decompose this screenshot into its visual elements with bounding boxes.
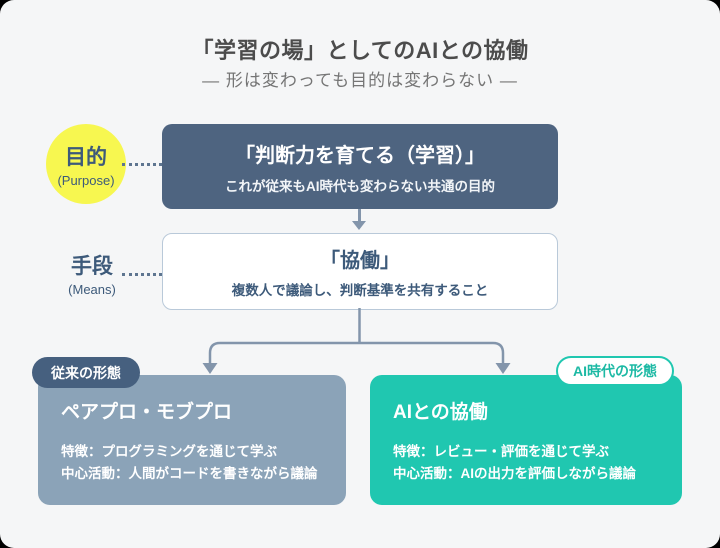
goal-box: 「判断力を育てる（学習）」 これが従来もAI時代も変わらない共通の目的 <box>162 124 558 209</box>
traditional-activity-line: 中心活動：人間がコードを書きながら議論 <box>61 466 318 481</box>
collaboration-box-title: 「協働」 <box>320 250 400 272</box>
means-label-group: 手段 (Means) <box>44 250 140 297</box>
traditional-branch-title: ペアプロ・モブプロ <box>61 402 233 423</box>
ai-era-form-badge: AI時代の形態 <box>556 356 674 386</box>
means-sublabel: (Means) <box>68 282 116 297</box>
traditional-feature-line: 特徴：プログラミングを通じて学ぶ <box>61 444 277 459</box>
traditional-branch-box: ペアプロ・モブプロ 特徴：プログラミングを通じて学ぶ 中心活動：人間がコードを書… <box>38 375 346 505</box>
purpose-circle: 目的 (Purpose) <box>46 124 126 204</box>
means-dotted-connector <box>122 273 168 276</box>
goal-box-title: 「判断力を育てる（学習）」 <box>235 144 485 167</box>
goal-box-subtitle: これが従来もAI時代も変わらない共通の目的 <box>225 178 495 194</box>
down-arrow-line <box>358 209 361 222</box>
collaboration-box-subtitle: 複数人で議論し、判断基準を共有すること <box>231 283 489 298</box>
ai-branch-title: AIとの協働 <box>393 402 488 423</box>
branch-connector <box>202 308 511 374</box>
down-arrow-head <box>352 221 366 230</box>
purpose-dotted-connector <box>122 163 168 166</box>
ai-activity-line: 中心活動：AIの出力を評価しながら議論 <box>393 466 636 481</box>
means-label: 手段 <box>71 255 113 278</box>
purpose-label: 目的 <box>65 145 107 169</box>
purpose-sublabel: (Purpose) <box>57 172 115 188</box>
page-subtitle: ― 形は変わっても目的は変わらない ― <box>202 71 518 90</box>
traditional-form-badge: 従来の形態 <box>32 357 140 388</box>
page-title: 「学習の場」としてのAIとの協働 <box>191 38 529 63</box>
ai-branch-box: AIとの協働 特徴：レビュー・評価を通じて学ぶ 中心活動：AIの出力を評価しなが… <box>370 375 682 505</box>
ai-feature-line: 特徴：レビュー・評価を通じて学ぶ <box>393 444 609 459</box>
collaboration-box: 「協働」 複数人で議論し、判断基準を共有すること <box>162 233 558 310</box>
